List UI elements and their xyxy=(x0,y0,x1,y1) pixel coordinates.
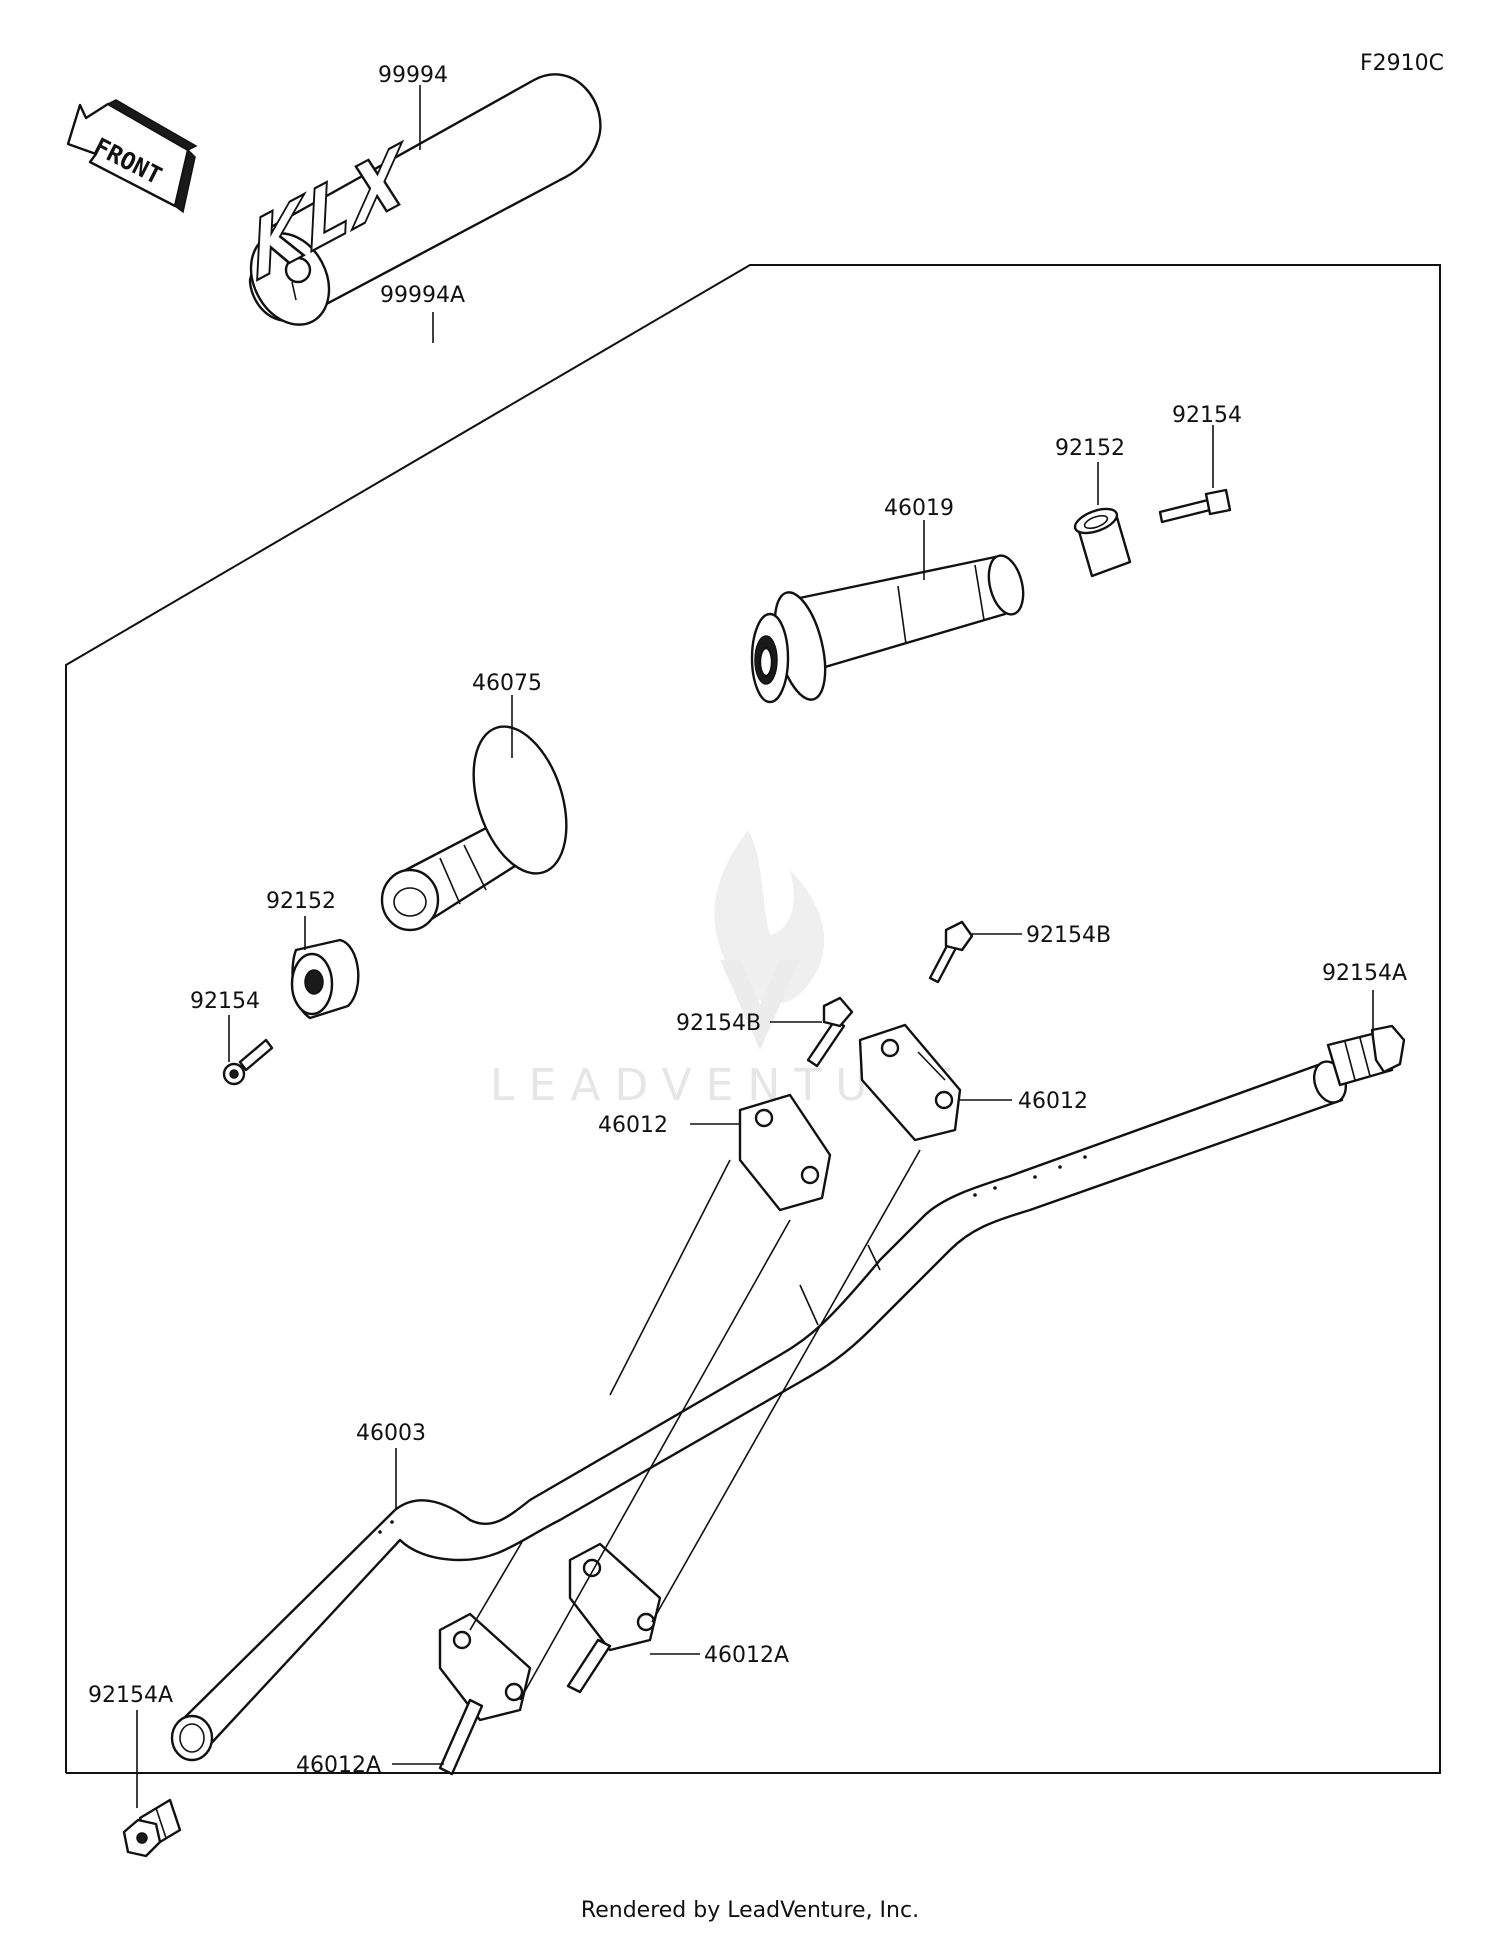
clamp-bolt-mid xyxy=(806,996,854,1068)
upper-clamp-left xyxy=(738,1093,832,1212)
label-clamp-lower-right: 46012A xyxy=(704,1643,789,1668)
assembly-guide-lines xyxy=(469,1051,946,1701)
right-grip xyxy=(750,554,1025,704)
front-arrow-icon: FRONT xyxy=(66,99,198,214)
label-pad: 99994 xyxy=(378,63,448,88)
diagram-code: F2910C xyxy=(1360,51,1444,76)
label-clamp-upper-left: 46012 xyxy=(598,1113,668,1138)
label-clamp-lower-left: 46012A xyxy=(296,1753,381,1778)
right-screw xyxy=(1158,488,1232,524)
label-cap-left: 92152 xyxy=(266,889,336,914)
label-handlebar: 46003 xyxy=(356,1421,426,1446)
left-screw xyxy=(222,1038,274,1086)
clamp-bolt-right xyxy=(928,920,974,984)
lower-clamp-right xyxy=(566,1542,662,1694)
label-cap-right: 92152 xyxy=(1055,436,1125,461)
handlebar xyxy=(170,1060,1348,1762)
label-plug-left: 92154A xyxy=(88,1683,173,1708)
bar-end-plug-left xyxy=(122,1798,182,1858)
lower-clamp-left xyxy=(438,1612,532,1776)
label-clamp-bolt-mid: 92154B xyxy=(676,1011,761,1036)
set-frame xyxy=(65,264,1441,1774)
label-plug-right: 92154A xyxy=(1322,961,1407,986)
label-clamp-bolt-right: 92154B xyxy=(1026,923,1111,948)
label-screw-left: 92154 xyxy=(190,989,260,1014)
label-set: 99994A xyxy=(380,283,465,308)
label-grip-left: 46075 xyxy=(472,671,542,696)
right-bar-end-cap xyxy=(1073,507,1132,578)
label-clamp-upper-right: 46012 xyxy=(1018,1089,1088,1114)
label-grip-right: 46019 xyxy=(884,496,954,521)
label-screw-right: 92154 xyxy=(1172,403,1242,428)
footer-credit: Rendered by LeadVenture, Inc. xyxy=(580,1898,920,1923)
bar-end-plug-right xyxy=(1326,1024,1406,1087)
left-bar-end-cap xyxy=(290,938,360,1020)
left-grip xyxy=(380,725,568,932)
upper-clamp-right xyxy=(858,1023,962,1142)
